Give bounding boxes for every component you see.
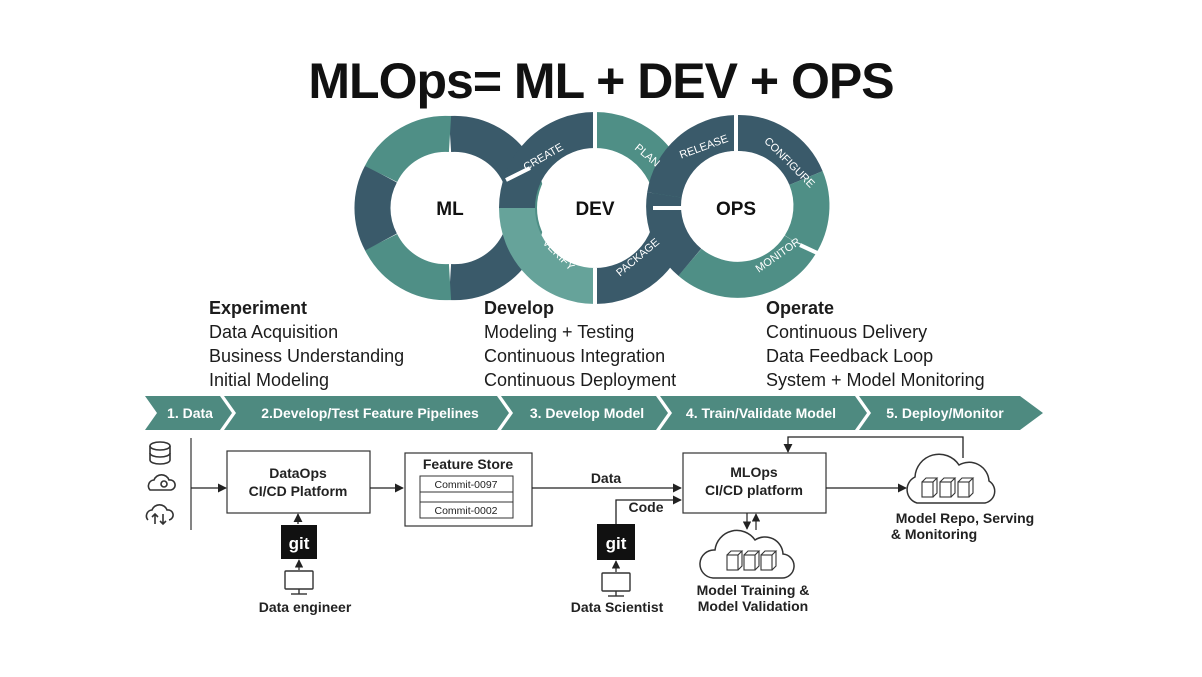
repo-label-line1: Model Repo, Serving bbox=[896, 510, 1034, 526]
develop-heading: Develop bbox=[484, 298, 555, 318]
computer-icon-scientist bbox=[601, 572, 631, 597]
develop-item: Continuous Integration bbox=[484, 346, 666, 366]
stage-banner: 1. Data 2.Develop/Test Feature Pipelines… bbox=[145, 396, 1043, 430]
feature-store-title: Feature Store bbox=[423, 456, 513, 472]
cloud-gear-icon bbox=[147, 474, 176, 491]
operate-column: Operate Continuous Delivery Data Feedbac… bbox=[766, 296, 985, 392]
stage-2-label: 2.Develop/Test Feature Pipelines bbox=[261, 405, 479, 421]
stage-5-label: 5. Deploy/Monitor bbox=[886, 405, 1004, 421]
git-label-scientist: git bbox=[606, 534, 627, 553]
git-logo-scientist bbox=[597, 524, 635, 560]
git-logo-engineer bbox=[281, 525, 317, 559]
experiment-item: Initial Modeling bbox=[209, 370, 330, 390]
commit-box-2 bbox=[419, 501, 514, 519]
commit-spacer bbox=[419, 491, 514, 503]
experiment-item: Data Acquisition bbox=[209, 322, 339, 342]
dataops-title: DataOps bbox=[269, 465, 327, 481]
operate-item: Continuous Delivery bbox=[766, 322, 928, 342]
dev-label: DEV bbox=[575, 199, 614, 220]
repo-cloud-icon bbox=[906, 453, 996, 504]
ml-label: ML bbox=[436, 199, 464, 220]
database-icon bbox=[149, 441, 171, 465]
stage-2-chevron bbox=[224, 396, 509, 430]
ops-label: OPS bbox=[716, 199, 756, 220]
loop-ops bbox=[646, 114, 830, 298]
stage-3-label: 3. Develop Model bbox=[530, 405, 644, 421]
operate-heading: Operate bbox=[766, 298, 835, 318]
mlops-title: MLOps bbox=[730, 464, 778, 480]
data-scientist-label: Data Scientist bbox=[571, 599, 664, 615]
data-arrow-label: Data bbox=[591, 470, 622, 486]
experiment-heading: Experiment bbox=[209, 298, 308, 318]
stage-3-chevron bbox=[501, 396, 668, 430]
mlops-subtitle: CI/CD platform bbox=[705, 482, 803, 498]
develop-item: Modeling + Testing bbox=[484, 322, 635, 342]
training-label-line2: Model Validation bbox=[698, 598, 808, 614]
experiment-column: Experiment Data Acquisition Business Und… bbox=[209, 296, 404, 392]
page-title: MLOps= ML + DEV + OPS bbox=[308, 53, 894, 109]
computer-icon-engineer bbox=[284, 570, 314, 595]
cloud-transfer-icon bbox=[145, 504, 174, 526]
stage-1-chevron bbox=[145, 396, 232, 430]
stage-4-label: 4. Train/Validate Model bbox=[686, 405, 836, 421]
experiment-item: Business Understanding bbox=[209, 346, 405, 366]
data-engineer-label: Data engineer bbox=[259, 599, 352, 615]
training-cloud-icon bbox=[699, 529, 795, 579]
develop-item: Continuous Deployment bbox=[484, 370, 677, 390]
operate-item: System + Model Monitoring bbox=[766, 370, 985, 390]
training-label-line1: Model Training & bbox=[697, 582, 810, 598]
stage-4-chevron bbox=[660, 396, 867, 430]
stage-1-label: 1. Data bbox=[167, 405, 213, 421]
develop-column: Develop Modeling + Testing Continuous In… bbox=[484, 296, 676, 392]
dataops-subtitle: CI/CD Platform bbox=[249, 483, 348, 499]
stage-5-chevron bbox=[859, 396, 1043, 430]
commit-1-label: Commit-0097 bbox=[434, 479, 497, 491]
git-label-engineer: git bbox=[289, 534, 310, 553]
mlops-box bbox=[682, 452, 827, 514]
loop-separators bbox=[505, 110, 829, 306]
operate-item: Data Feedback Loop bbox=[766, 346, 934, 366]
commit-2-label: Commit-0002 bbox=[434, 505, 497, 517]
data-sources bbox=[145, 441, 176, 526]
code-arrow-label: Code bbox=[629, 499, 664, 515]
repo-label-line2: & Monitoring bbox=[891, 526, 977, 542]
dataops-box bbox=[226, 450, 371, 514]
